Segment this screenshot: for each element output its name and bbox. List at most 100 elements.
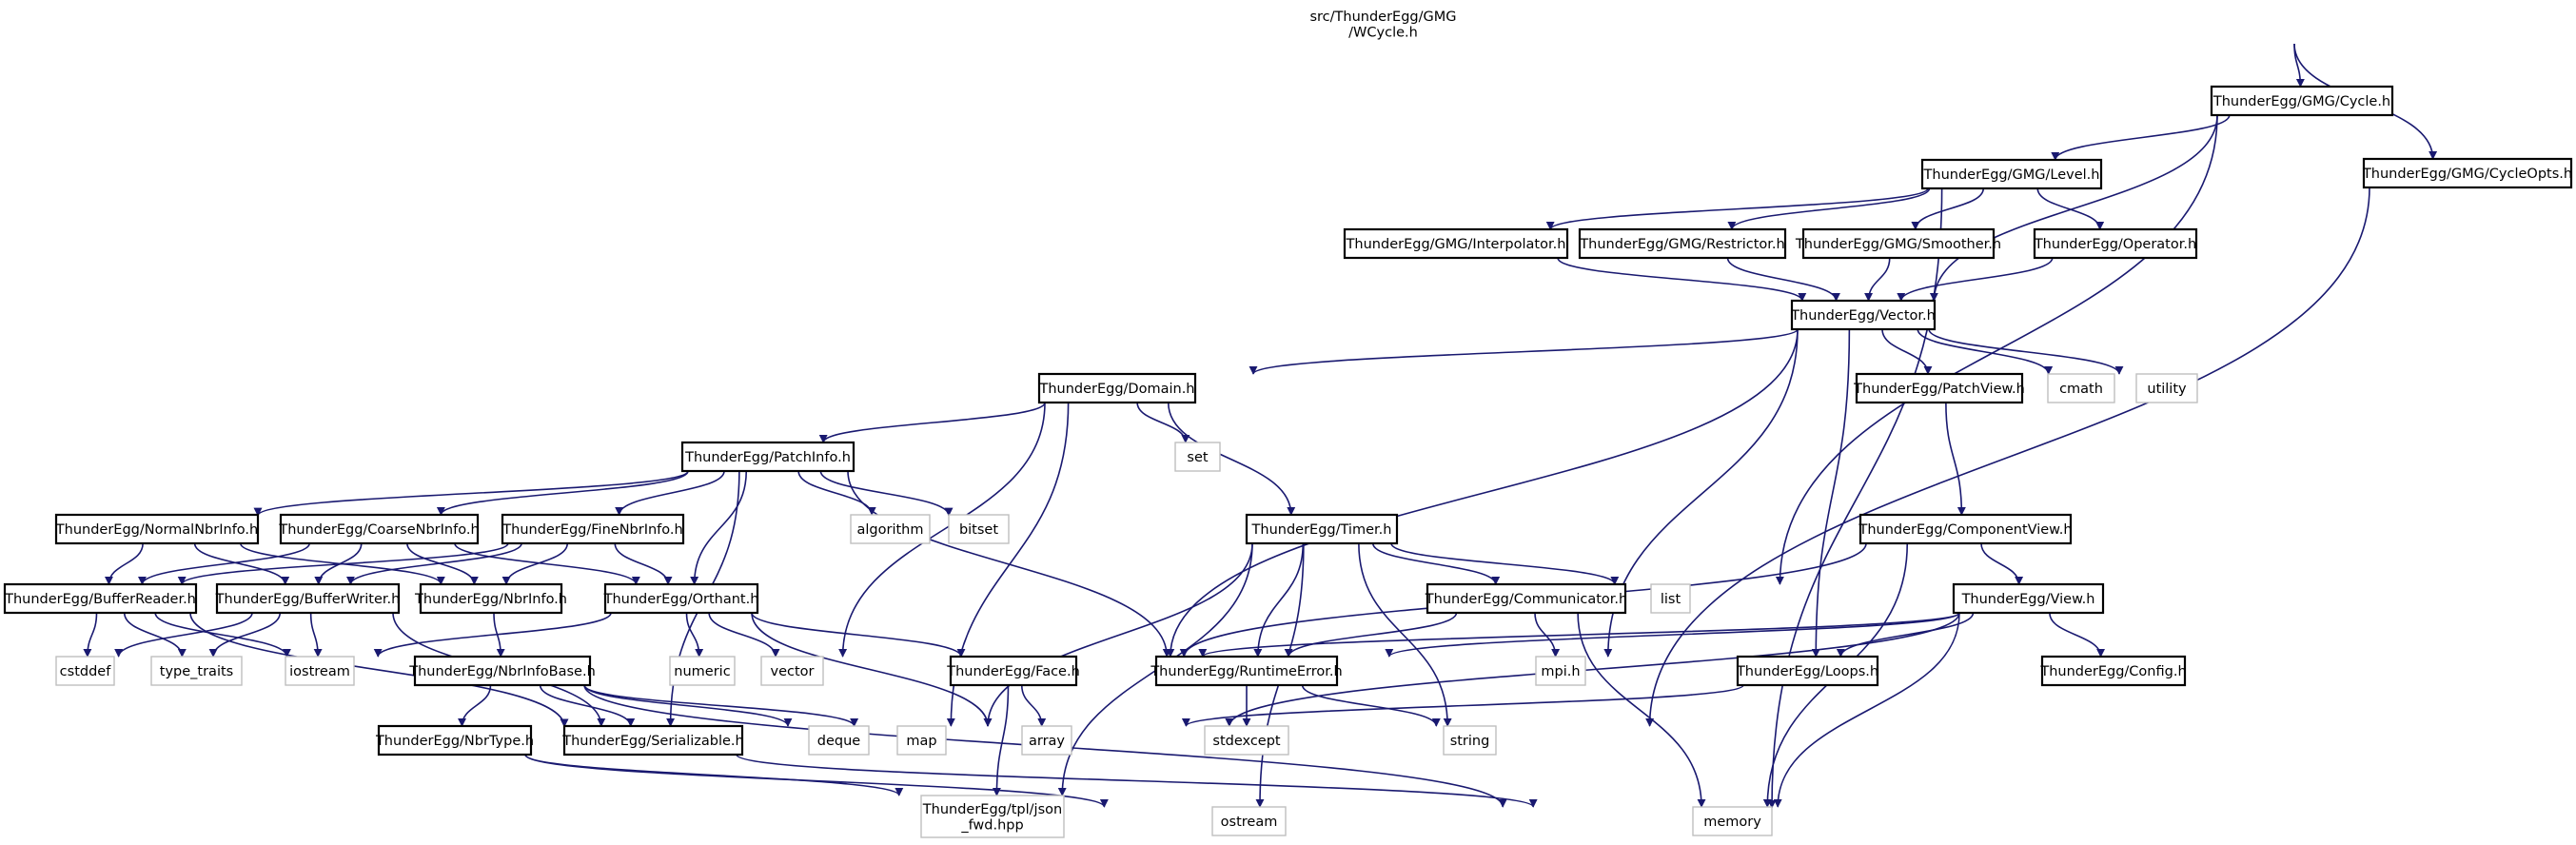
edge-line [309,612,323,658]
edge-level-to-restrictor [1727,187,1931,230]
edge-bufferwriter-to-type_traits [208,612,282,658]
node-componentview[interactable]: ThunderEgg/ComponentView.h [1858,513,2073,545]
node-coarsenbrinfo[interactable]: ThunderEgg/CoarseNbrInfo.h [278,513,480,545]
node-label: ThunderEgg/NormalNbrInfo.h [55,522,258,538]
node-smoother[interactable]: ThunderEgg/GMG/Smoother.h [1795,227,2001,260]
node-label: iostream [289,664,350,679]
node-communicator[interactable]: ThunderEgg/Communicator.h [1425,582,1627,615]
node-label: stdexcept [1212,734,1281,749]
node-patchview[interactable]: ThunderEgg/PatchView.h [1853,372,2025,404]
node-label: utility [2147,382,2187,397]
node-vector[interactable]: ThunderEgg/Vector.h [1790,299,1937,331]
node-nbrinfobase[interactable]: ThunderEgg/NbrInfoBase.h [408,655,596,687]
edge-finenbrinfo-to-bufferreader [177,542,509,585]
node-label: array [1029,734,1065,749]
edge-level-to-operator [2036,187,2105,230]
node-box [2033,227,2198,260]
edge-line [1928,328,2124,375]
node-timer[interactable]: ThunderEgg/Timer.h [1245,513,1399,545]
node-label: mpi.h [1541,664,1580,679]
node-config[interactable]: ThunderEgg/Config.h [2039,655,2187,687]
node-label: deque [817,734,861,749]
node-label: ThunderEgg/NbrInfoBase.h [408,664,596,679]
node-domain[interactable]: ThunderEgg/Domain.h [1037,372,1197,404]
node-level[interactable]: ThunderEgg/GMG/Level.h [1920,158,2103,190]
node-label: ThunderEgg/Orthant.h [603,592,759,607]
edge-operator-to-vector [1897,257,2054,302]
node-box [1211,806,1287,836]
edge-line [1358,542,1452,727]
node-serializable[interactable]: ThunderEgg/Serializable.h [561,724,744,757]
node-bufferwriter[interactable]: ThunderEgg/BufferWriter.h [215,582,401,615]
edge-communicator-to-mpi [1534,612,1561,658]
edge-cycleopts-to-string [1645,187,2370,727]
node-runtimeerror[interactable]: ThunderEgg/RuntimeError.h [1150,655,1343,687]
node-nbrtype[interactable]: ThunderEgg/NbrType.h [375,724,534,757]
edge-line [83,612,98,658]
node-box [1021,725,1072,756]
edge-vector-to-utility [1928,328,2124,375]
node-orthant[interactable]: ThunderEgg/Orthant.h [603,582,759,615]
edge-finenbrinfo-to-nbrinfo [501,542,569,585]
node-box [1174,442,1221,472]
node-nbrinfo[interactable]: ThunderEgg/NbrInfo.h [414,582,567,615]
node-label: map [906,734,936,749]
node-box [948,514,1010,544]
node-box [285,656,355,686]
edge-componentview-to-view [1980,542,2024,585]
node-loops[interactable]: ThunderEgg/Loops.h [1736,655,1879,687]
node-box [55,656,115,686]
node-restrictor[interactable]: ThunderEgg/GMG/Restrictor.h [1578,227,1787,260]
edge-line [1726,257,1840,302]
edge-interpolator-to-vector [1557,257,1807,302]
edge-view-to-memory [1773,612,1960,808]
node-box [949,655,1078,687]
node-bufferreader[interactable]: ThunderEgg/BufferReader.h [3,582,198,615]
edge-line [1545,187,1929,230]
edge-line [708,612,780,658]
node-box [808,725,870,756]
node-face[interactable]: ThunderEgg/Face.h [946,655,1080,687]
edge-line [2036,187,2105,230]
node-interpolator[interactable]: ThunderEgg/GMG/Interpolator.h [1343,227,1569,260]
node-box [669,656,736,686]
node-box [2040,655,2187,687]
node-patchinfo[interactable]: ThunderEgg/PatchInfo.h [680,441,855,473]
node-wcycle[interactable]: src/ThunderEgg/GMG/WCycle.h [1309,10,1456,41]
node-cycle[interactable]: ThunderEgg/GMG/Cycle.h [2210,85,2394,117]
edge-bufferreader-to-serializable [189,612,569,728]
edge-domain-to-vectorstd [838,402,1046,658]
edge-line [524,754,904,796]
node-label: ThunderEgg/Operator.h [2034,237,2196,252]
node-operator[interactable]: ThunderEgg/Operator.h [2033,227,2198,260]
edge-vector-to-mpi [1603,328,1799,658]
node-cycleopts[interactable]: ThunderEgg/GMG/CycleOpts.h [2362,157,2573,189]
edge-line [1020,684,1047,727]
node-finenbrinfo[interactable]: ThunderEgg/FineNbrInfo.h [501,513,685,545]
edge-nbrinfobase-to-nbrtype [458,684,492,727]
node-box [1858,513,2073,545]
node-label: ThunderEgg/NbrType.h [375,734,534,749]
edge-nbrtype-to-ostream [524,754,1109,808]
node-box [1154,655,1339,687]
edge-cycle-to-vector [1929,114,2218,302]
node-memory: memory [1692,806,1773,836]
edge-line [751,612,993,727]
node-box [1426,582,1627,615]
node-normalnbrinfo[interactable]: ThunderEgg/NormalNbrInfo.h [55,513,260,545]
edge-patchview-to-componentview [1945,402,1966,516]
node-view[interactable]: ThunderEgg/View.h [1952,582,2105,615]
edge-line [189,612,569,728]
node-label: ThunderEgg/NbrInfo.h [414,592,567,607]
edge-line [501,542,569,585]
edge-line [1284,612,1458,658]
edge-timer-to-communicator [1371,542,1501,585]
edge-bufferwriter-to-iostream [309,612,323,658]
node-label: ThunderEgg/View.h [1961,592,2095,607]
node-label: ThunderEgg/Communicator.h [1425,592,1627,607]
edge-line [104,542,144,585]
node-label: vector [771,664,815,679]
edge-domain-to-timer [1167,402,1296,516]
edge-patchinfo-to-algorithm [797,470,876,516]
node-set: set [1174,442,1221,472]
